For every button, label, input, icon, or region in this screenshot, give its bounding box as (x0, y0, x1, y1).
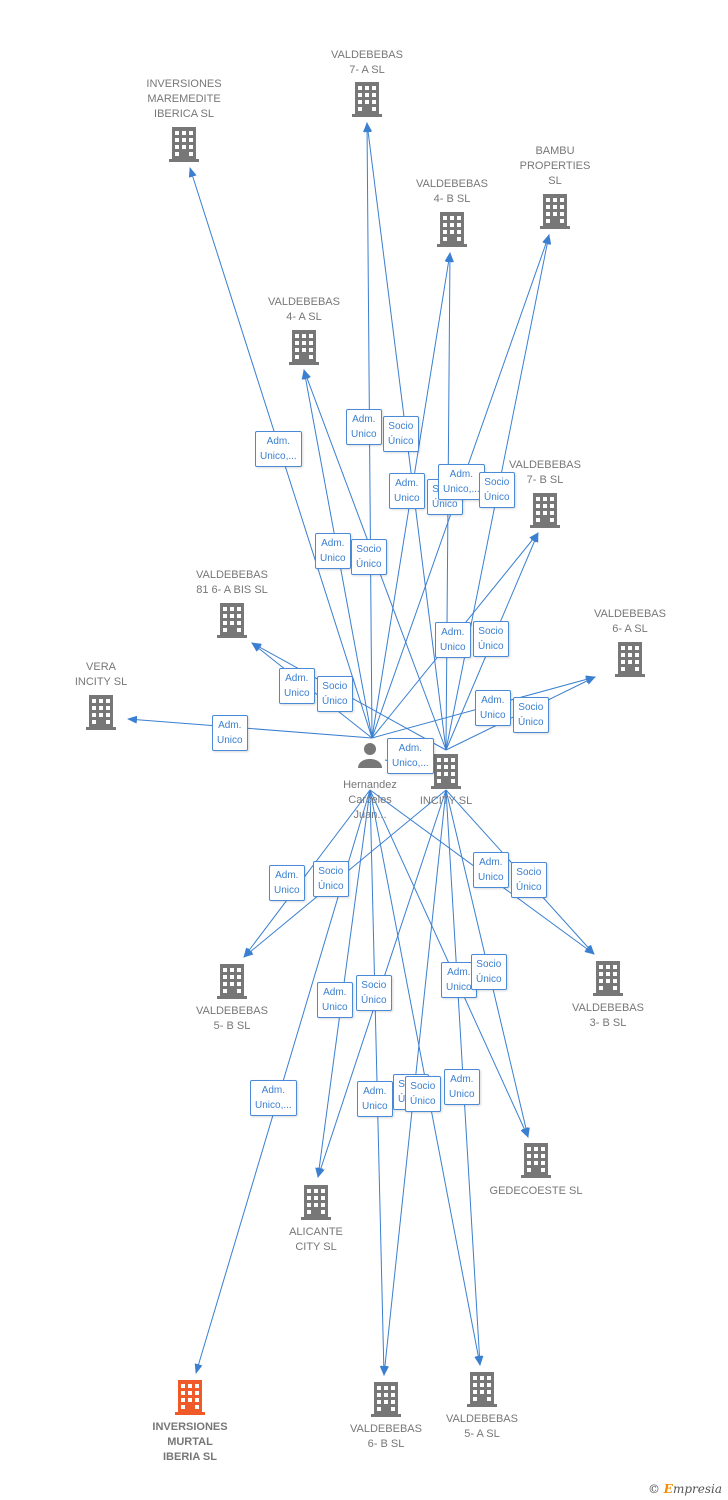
building-icon-incity[interactable] (431, 754, 461, 789)
building-icon-v4b[interactable] (437, 212, 467, 247)
node-label-v5b[interactable]: VALDEBEBAS 5- B SL (196, 1005, 268, 1032)
node-label-bambu[interactable]: BAMBU PROPERTIES SL (519, 145, 591, 187)
node-label-person[interactable]: Hernandez Carceles Juan... (343, 779, 397, 821)
building-icon-v7b[interactable] (530, 493, 560, 528)
building-icon-v81[interactable] (217, 603, 247, 638)
building-icon-v7a[interactable] (352, 82, 382, 117)
building-icon-v6a[interactable] (615, 642, 645, 677)
edge-label-person-v5b[interactable]: Adm. Unico (269, 865, 305, 901)
node-label-maremedite[interactable]: INVERSIONES MAREMEDITE IBERICA SL (146, 78, 222, 120)
edge-label-incity-bambu[interactable]: Socio Único (479, 472, 515, 508)
edge-person-vera (127, 715, 373, 739)
building-icon-v3b[interactable] (593, 961, 623, 996)
edge-person-v5b (243, 789, 371, 958)
node-label-incity[interactable]: INCITY SL (419, 795, 473, 807)
edge-label-person-v5a[interactable]: Adm. Unico (444, 1069, 480, 1105)
edge-label-person-v4b[interactable]: Adm. Unico (389, 473, 425, 509)
building-icon-v5a[interactable] (467, 1372, 497, 1407)
edge-label-incity-v3b[interactable]: Socio Único (511, 862, 547, 898)
brand-name: mpresia (672, 1482, 722, 1496)
edge-label-incity-v7a[interactable]: Socio Único (383, 416, 419, 452)
node-label-gedeco[interactable]: GEDECOESTE SL (489, 1185, 583, 1197)
node-label-v7b[interactable]: VALDEBEBAS 7- B SL (509, 459, 581, 486)
edge-label-person-v7b[interactable]: Adm. Unico (435, 622, 471, 658)
node-label-murtal[interactable]: INVERSIONES MURTAL IBERIA SL (152, 1421, 228, 1463)
edge-label-person-v4a[interactable]: Adm. Unico (315, 533, 351, 569)
node-label-alicante[interactable]: ALICANTE CITY SL (289, 1226, 343, 1253)
edge-label-person-gedeco[interactable]: Adm. Unico (317, 982, 353, 1018)
edge-label-person-maremedite[interactable]: Adm. Unico,... (255, 431, 302, 467)
node-label-v3b[interactable]: VALDEBEBAS 3- B SL (572, 1002, 644, 1029)
edge-label-incity-v6b[interactable]: Socio Único (471, 954, 507, 990)
node-label-v6b[interactable]: VALDEBEBAS 6- B SL (350, 1423, 422, 1450)
node-label-v4a[interactable]: VALDEBEBAS 4- A SL (268, 296, 340, 323)
edge-label-person-bambu[interactable]: Adm. Unico,... (438, 464, 485, 500)
brand-initial: E (663, 1482, 673, 1496)
edge-label-person-murtal[interactable]: Adm. Unico,... (250, 1080, 297, 1116)
building-icon-bambu[interactable] (540, 194, 570, 229)
edge-label-incity-v4a[interactable]: Socio Único (351, 539, 387, 575)
edge-label-incity-v5a[interactable]: Socio Único (405, 1076, 441, 1112)
edge-label-person-incity[interactable]: Adm. Unico,... (387, 738, 434, 774)
building-icon-v6b[interactable] (371, 1382, 401, 1417)
edge-label-incity-gedeco[interactable]: Socio Único (356, 975, 392, 1011)
empresia-watermark: © Empresia (648, 1482, 722, 1496)
node-label-v7a[interactable]: VALDEBEBAS 7- A SL (331, 49, 403, 76)
edge-label-incity-v5b[interactable]: Socio Único (313, 861, 349, 897)
node-label-vera[interactable]: VERA INCITY SL (74, 661, 128, 688)
node-label-v6a[interactable]: VALDEBEBAS 6- A SL (594, 608, 666, 635)
building-icon-maremedite[interactable] (169, 127, 199, 162)
edge-label-incity-v81[interactable]: Socio Único (317, 676, 353, 712)
edge-label-person-v81[interactable]: Adm. Unico (279, 668, 315, 704)
node-label-v5a[interactable]: VALDEBEBAS 5- A SL (446, 1413, 518, 1440)
edge-label-person-alicante[interactable]: Adm. Unico (357, 1081, 393, 1117)
person-icon-person[interactable] (358, 743, 382, 768)
edge-label-person-v7a[interactable]: Adm. Unico (346, 409, 382, 445)
building-icon-murtal[interactable] (175, 1380, 205, 1415)
edge-label-person-v6a[interactable]: Adm. Unico (475, 690, 511, 726)
building-icon-v4a[interactable] (289, 330, 319, 365)
node-label-v4b[interactable]: VALDEBEBAS 4- B SL (416, 178, 488, 205)
edge-label-incity-v6a[interactable]: Socio Único (513, 697, 549, 733)
node-label-v81[interactable]: VALDEBEBAS 81 6- A BIS SL (196, 569, 268, 596)
building-icon-gedeco[interactable] (521, 1143, 551, 1178)
edge-label-incity-v7b[interactable]: Socio Único (473, 621, 509, 657)
building-icon-v5b[interactable] (217, 964, 247, 999)
copyright-icon: © (647, 1482, 660, 1496)
building-icon-vera[interactable] (86, 695, 116, 730)
edge-label-person-vera[interactable]: Adm. Unico (212, 715, 248, 751)
edge-label-person-v3b[interactable]: Adm. Unico (473, 852, 509, 888)
building-icon-alicante[interactable] (301, 1185, 331, 1220)
